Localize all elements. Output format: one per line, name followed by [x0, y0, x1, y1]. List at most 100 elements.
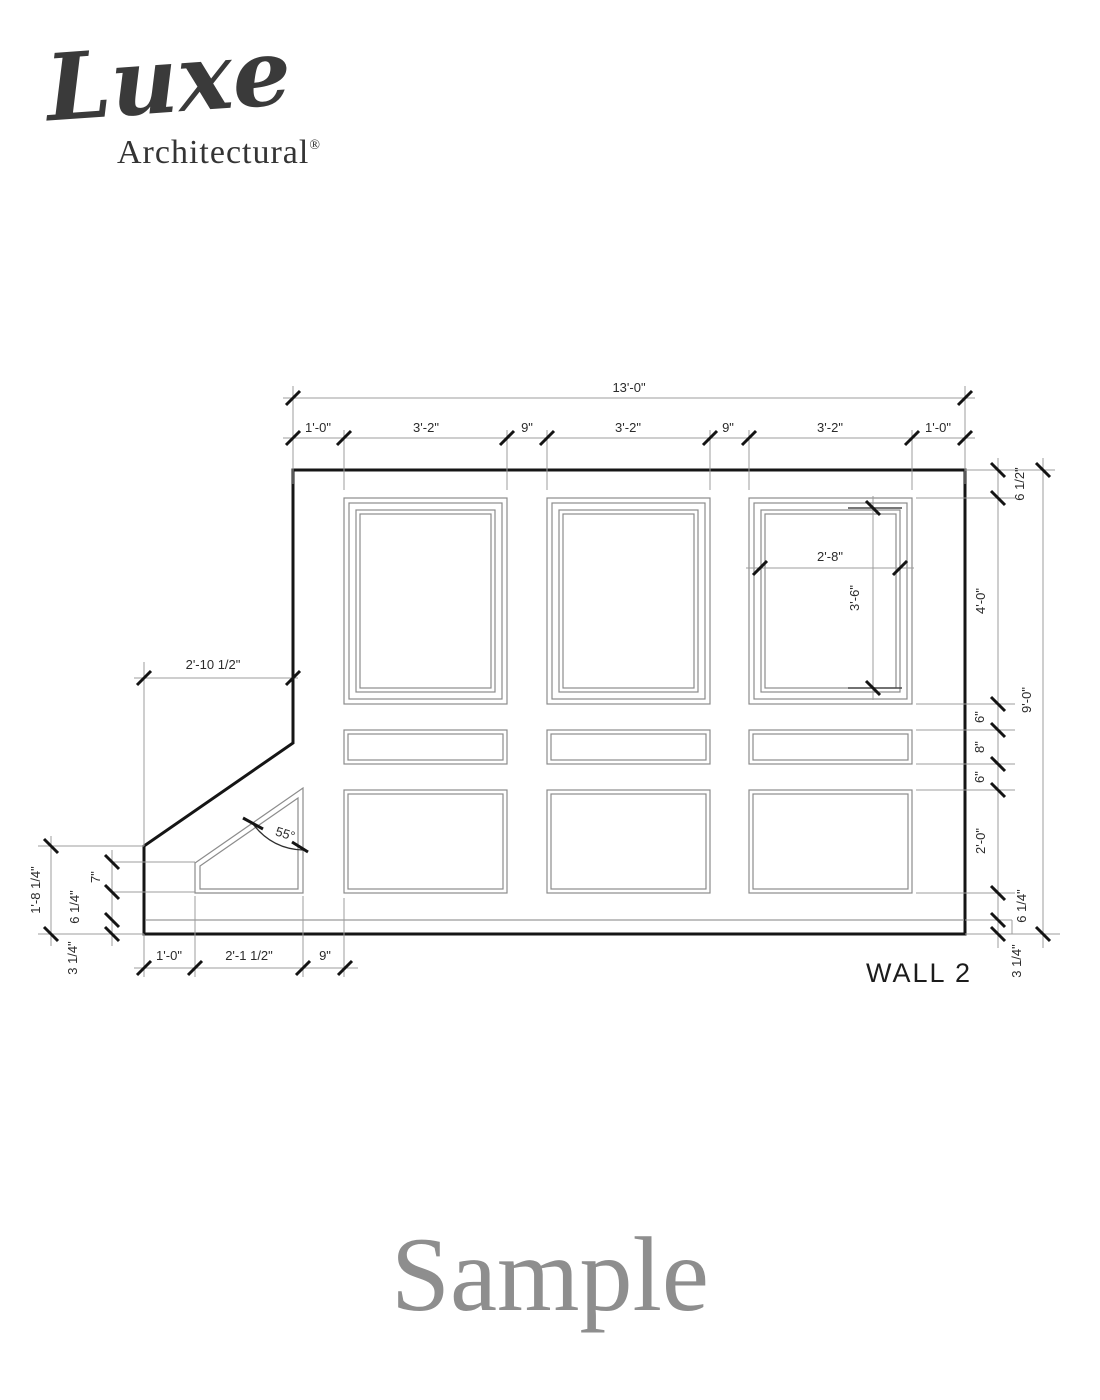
- middle-rail-panel-2: [546, 729, 711, 765]
- dim-label-top-seg: 1'-0": [925, 420, 951, 435]
- dim-label-panel-upper: 4'-0": [973, 588, 988, 614]
- tick-mark: [103, 911, 121, 929]
- dim-label-top-seg: 9": [521, 420, 533, 435]
- dim-label-panel-width: 2'-8": [817, 549, 843, 564]
- tick-mark: [135, 959, 153, 977]
- dim-label-bottom-seg: 1'-0": [156, 948, 182, 963]
- panel-molding-line: [546, 729, 711, 765]
- panel-molding-line: [546, 497, 711, 705]
- panel-molding-line: [562, 513, 695, 689]
- dim-label-top-seg: 3'-2": [817, 420, 843, 435]
- dim-label-panel-height: 3'-6": [847, 585, 862, 611]
- registered-trademark-icon: ®: [309, 138, 320, 153]
- tick-mark: [989, 755, 1007, 773]
- tick-mark: [1034, 461, 1052, 479]
- tick-mark: [989, 884, 1007, 902]
- dim-label-right-base-upper: 6 1/4": [1014, 889, 1029, 923]
- tick-mark: [284, 429, 302, 447]
- panel-molding-line: [550, 733, 707, 761]
- tick-mark: [335, 429, 353, 447]
- logo-word-text: Architectural®: [117, 136, 320, 170]
- angled-corner-panel: [194, 786, 304, 894]
- tick-mark: [989, 781, 1007, 799]
- tick-mark: [1034, 925, 1052, 943]
- tick-mark: [701, 429, 719, 447]
- dim-label-wall-offset: 2'-10 1/2": [186, 657, 241, 672]
- wall-perimeter: [142, 468, 967, 936]
- dim-label-rail-band: 8": [972, 741, 987, 753]
- tick-mark: [103, 883, 121, 901]
- panel-molding-line: [194, 786, 304, 894]
- dim-label-panel-lower: 2'-0": [973, 828, 988, 854]
- panel-molding-line: [343, 789, 508, 894]
- tick-mark: [42, 925, 60, 943]
- tick-mark: [242, 816, 264, 831]
- middle-rail-panel-1: [343, 729, 508, 765]
- panel-molding-line: [546, 789, 711, 894]
- angle-annotation: 55°: [242, 816, 309, 854]
- tick-mark: [135, 669, 153, 687]
- tick-mark: [891, 559, 909, 577]
- tick-mark: [294, 959, 312, 977]
- wainscot-panels: [194, 497, 913, 894]
- tick-mark: [103, 853, 121, 871]
- dim-label-top-total: 13'-0": [612, 380, 646, 395]
- panel-molding-line: [764, 513, 897, 689]
- dim-label-top-seg: 9": [722, 420, 734, 435]
- tick-mark: [956, 389, 974, 407]
- wall-outline: [142, 468, 967, 936]
- dim-label-crown: 6 1/2": [1012, 467, 1027, 501]
- dim-label-rail-gap-top: 6": [972, 711, 987, 723]
- logo-word-main: Architectural: [117, 134, 310, 171]
- tick-mark: [989, 695, 1007, 713]
- tick-mark: [989, 461, 1007, 479]
- tick-mark: [186, 959, 204, 977]
- tick-mark: [864, 499, 882, 517]
- dimension-labels: 13'-0" 1'-0" 3'-2" 9" 3'-2" 9" 3'-2" 1'-…: [28, 380, 1034, 978]
- bottom-panel-2: [546, 789, 711, 894]
- dim-label-corner-height: 1'-8 1/4": [28, 866, 43, 914]
- tick-mark: [284, 669, 302, 687]
- panel-molding-line: [347, 733, 504, 761]
- top-panel-2: [546, 497, 711, 705]
- angle-label: 55°: [274, 824, 297, 844]
- tick-mark: [903, 429, 921, 447]
- panel-molding-line: [752, 793, 909, 890]
- panel-molding-line: [551, 502, 706, 700]
- dim-label-total-height: 9'-0": [1019, 687, 1034, 713]
- tick-mark: [989, 911, 1007, 929]
- panel-molding-line: [748, 729, 913, 765]
- middle-rail-panel-3: [748, 729, 913, 765]
- panel-molding-line: [347, 793, 504, 890]
- panel-molding-line: [343, 497, 508, 705]
- panel-molding-line: [359, 513, 492, 689]
- tick-mark: [864, 679, 882, 697]
- dim-label-top-seg: 3'-2": [615, 420, 641, 435]
- panel-molding-line: [760, 509, 901, 693]
- tick-mark: [336, 959, 354, 977]
- tick-mark: [103, 925, 121, 943]
- wall-title: WALL 2: [866, 958, 973, 988]
- panel-molding-line: [343, 729, 508, 765]
- dim-label-bottom-seg: 2'-1 1/2": [225, 948, 273, 963]
- tick-mark: [42, 837, 60, 855]
- dim-label-panel-edge: 7": [88, 871, 103, 883]
- tick-mark: [498, 429, 516, 447]
- panel-molding-line: [348, 502, 503, 700]
- angle-arc: [252, 823, 304, 851]
- top-panel-1: [343, 497, 508, 705]
- tick-mark: [538, 429, 556, 447]
- panel-molding-line: [558, 509, 699, 693]
- tick-marks: [42, 389, 1052, 977]
- panel-molding-line: [748, 789, 913, 894]
- dim-label-left-base-upper: 6 1/4": [67, 890, 82, 924]
- tick-mark: [284, 389, 302, 407]
- panel-molding-line: [752, 733, 909, 761]
- tick-mark: [751, 559, 769, 577]
- dim-label-top-seg: 3'-2": [413, 420, 439, 435]
- sample-watermark: Sample: [391, 1216, 709, 1333]
- tick-mark: [989, 925, 1007, 943]
- panel-molding-line: [199, 796, 299, 890]
